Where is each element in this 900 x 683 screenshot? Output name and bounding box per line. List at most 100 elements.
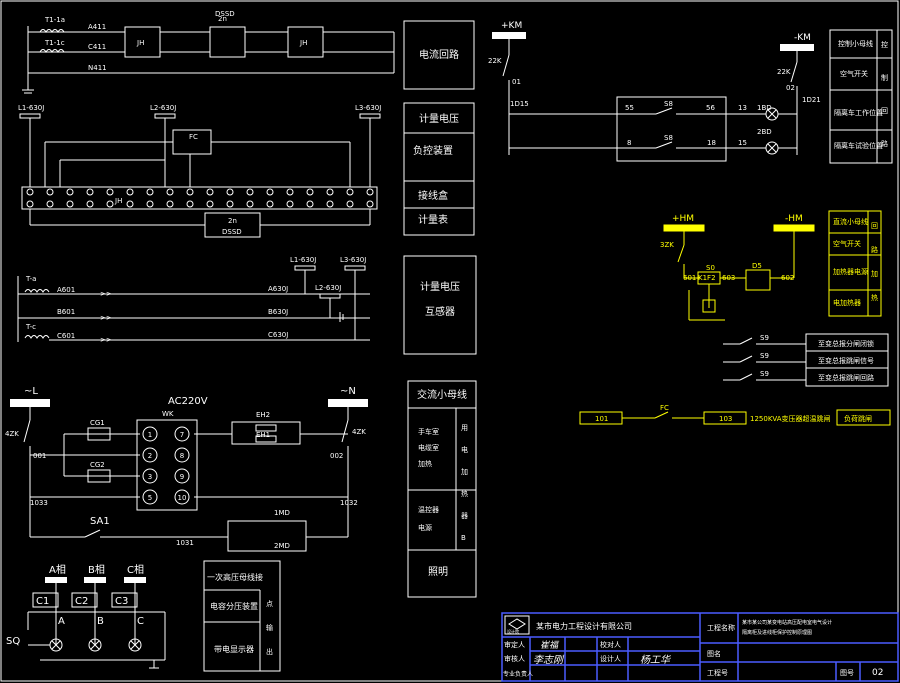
- svg-text:李志刚: 李志刚: [533, 654, 565, 666]
- ct-section: T1-1a T1-1c A411 C411 N411 JH 2n DSSD JH: [22, 10, 395, 94]
- jh-terminal-top: [86, 188, 94, 196]
- jh-terminal-top: [126, 188, 134, 196]
- svg-text:C3: C3: [115, 596, 128, 607]
- svg-text:带电显示器: 带电显示器: [214, 644, 254, 654]
- svg-text:JH: JH: [299, 39, 307, 47]
- svg-text:1MD: 1MD: [274, 509, 290, 517]
- eh-heater-box: [231, 421, 301, 445]
- wk-terminal-label: 3: [148, 473, 152, 481]
- jh-terminal-top: [226, 188, 234, 196]
- svg-text:FC: FC: [189, 133, 198, 141]
- wk-terminal-right: [174, 468, 190, 484]
- pt-c-coil-icon: [24, 335, 50, 339]
- svg-text:T-c: T-c: [25, 323, 36, 331]
- wk-terminal-left: [142, 468, 158, 484]
- vertical-char: B: [461, 534, 466, 542]
- svg-text:02: 02: [872, 668, 883, 678]
- jh-terminal-top: [146, 188, 154, 196]
- vertical-char: 回: [881, 107, 888, 115]
- label-boxes: 电流回路 计量电压 负控装置 接线盒 计量表 计量电压 互感器: [403, 20, 477, 355]
- pt-section: T-a T-c A601 B601 C601 >> >> >> L1-630J …: [17, 256, 370, 344]
- jh-terminal-bottom: [366, 200, 374, 208]
- svg-text:C相: C相: [127, 563, 144, 576]
- jh-block-2: [287, 26, 324, 58]
- svg-text:~L: ~L: [24, 386, 38, 397]
- svg-text:FC: FC: [660, 404, 669, 412]
- n-bus-bar: [328, 399, 368, 407]
- svg-text:某市某公司某变电站高压配电室电气设计: 某市某公司某变电站高压配电室电气设计: [742, 619, 832, 626]
- dc-section: +KM -KM 22K 01 1D15 22K 02 1D21 55 S8 56…: [488, 21, 821, 162]
- svg-text:56: 56: [706, 104, 715, 112]
- jh-terminals: [26, 188, 374, 208]
- svg-text:C2: C2: [75, 596, 88, 607]
- jh-terminal-top: [286, 188, 294, 196]
- svg-text:T-a: T-a: [25, 275, 36, 283]
- ct-a-coil-icon: [39, 29, 65, 33]
- svg-text:1BD: 1BD: [757, 104, 772, 112]
- svg-text:互感器: 互感器: [425, 305, 455, 318]
- svg-text:L3-630J: L3-630J: [340, 256, 366, 264]
- svg-text:电流回路: 电流回路: [419, 48, 459, 61]
- svg-text:WK: WK: [162, 410, 174, 418]
- svg-text:>>: >>: [100, 290, 112, 298]
- vertical-char: 热: [461, 489, 468, 498]
- dssd-block-top: [209, 26, 246, 58]
- svg-text:S9: S9: [760, 370, 769, 378]
- svg-text:交流小母线: 交流小母线: [417, 388, 467, 401]
- svg-text:-HM: -HM: [785, 214, 803, 224]
- jh-terminal-bottom: [246, 200, 254, 208]
- svg-text:设计人: 设计人: [600, 654, 621, 663]
- svg-text:图号: 图号: [840, 669, 854, 677]
- jh-terminal-top: [326, 188, 334, 196]
- svg-text:杨工华: 杨工华: [640, 654, 671, 666]
- svg-text:601: 601: [683, 274, 696, 282]
- svg-text:直流小母线: 直流小母线: [833, 217, 868, 226]
- svg-text:-KM: -KM: [794, 33, 811, 43]
- svg-text:计量电压: 计量电压: [420, 280, 460, 293]
- svg-text:4ZK: 4ZK: [352, 428, 366, 436]
- svg-text:2MD: 2MD: [274, 542, 290, 550]
- svg-text:15: 15: [738, 139, 747, 147]
- svg-text:L1-630J: L1-630J: [290, 256, 316, 264]
- svg-text:SQ: SQ: [6, 636, 20, 647]
- wk-terminal-label: 1: [148, 431, 152, 439]
- svg-text:22K: 22K: [777, 68, 791, 76]
- jh-terminal-bottom: [106, 200, 114, 208]
- hv-legend: 一次高压母线接 电容分压装置 带电显示器: [203, 560, 281, 672]
- vertical-char: 点: [266, 600, 273, 608]
- svg-text:至变总报分闸闭锁: 至变总报分闸闭锁: [818, 339, 874, 348]
- svg-text:温控器: 温控器: [418, 505, 439, 514]
- wk-controller: [136, 419, 198, 511]
- svg-text:崔福: 崔福: [540, 640, 560, 651]
- wk-terminal-right: [174, 489, 190, 505]
- jh-terminal-top: [46, 188, 54, 196]
- svg-text:控制小母线: 控制小母线: [838, 39, 873, 48]
- jh-terminal-top: [246, 188, 254, 196]
- svg-text:DSSD: DSSD: [222, 228, 242, 236]
- svg-text:审定人: 审定人: [504, 640, 525, 649]
- company-logo-icon: [504, 615, 530, 635]
- jh-terminal-top: [26, 188, 34, 196]
- svg-text:至变总报跳闸信号: 至变总报跳闸信号: [818, 356, 874, 365]
- d5-heater: [745, 269, 771, 291]
- svg-text:图名: 图名: [707, 649, 721, 658]
- svg-text:2n: 2n: [228, 217, 237, 225]
- vertical-char: 控: [881, 40, 888, 49]
- svg-text:CG1: CG1: [90, 419, 105, 427]
- svg-text:专业负责人: 专业负责人: [503, 670, 533, 678]
- svg-text:02: 02: [786, 84, 795, 92]
- svg-text:8: 8: [627, 139, 631, 147]
- svg-text:+KM: +KM: [501, 21, 522, 31]
- svg-text:3ZK: 3ZK: [660, 241, 674, 249]
- jh-terminal-top: [66, 188, 74, 196]
- svg-text:S8: S8: [664, 134, 673, 142]
- pt-box: [403, 255, 477, 355]
- svg-text:加热器电源: 加热器电源: [833, 267, 868, 276]
- ac-section: ~L ~N 4ZK 4ZK 001 002 AC220V WK CG1 CG2 …: [5, 386, 368, 552]
- svg-text:某市电力工程设计有限公司: 某市电力工程设计有限公司: [536, 621, 632, 631]
- svg-text:接线盒: 接线盒: [418, 189, 448, 202]
- wk-terminal-label: 8: [180, 452, 184, 460]
- jh-terminal-bottom: [306, 200, 314, 208]
- ct-c-label: T1-1c: [44, 39, 65, 47]
